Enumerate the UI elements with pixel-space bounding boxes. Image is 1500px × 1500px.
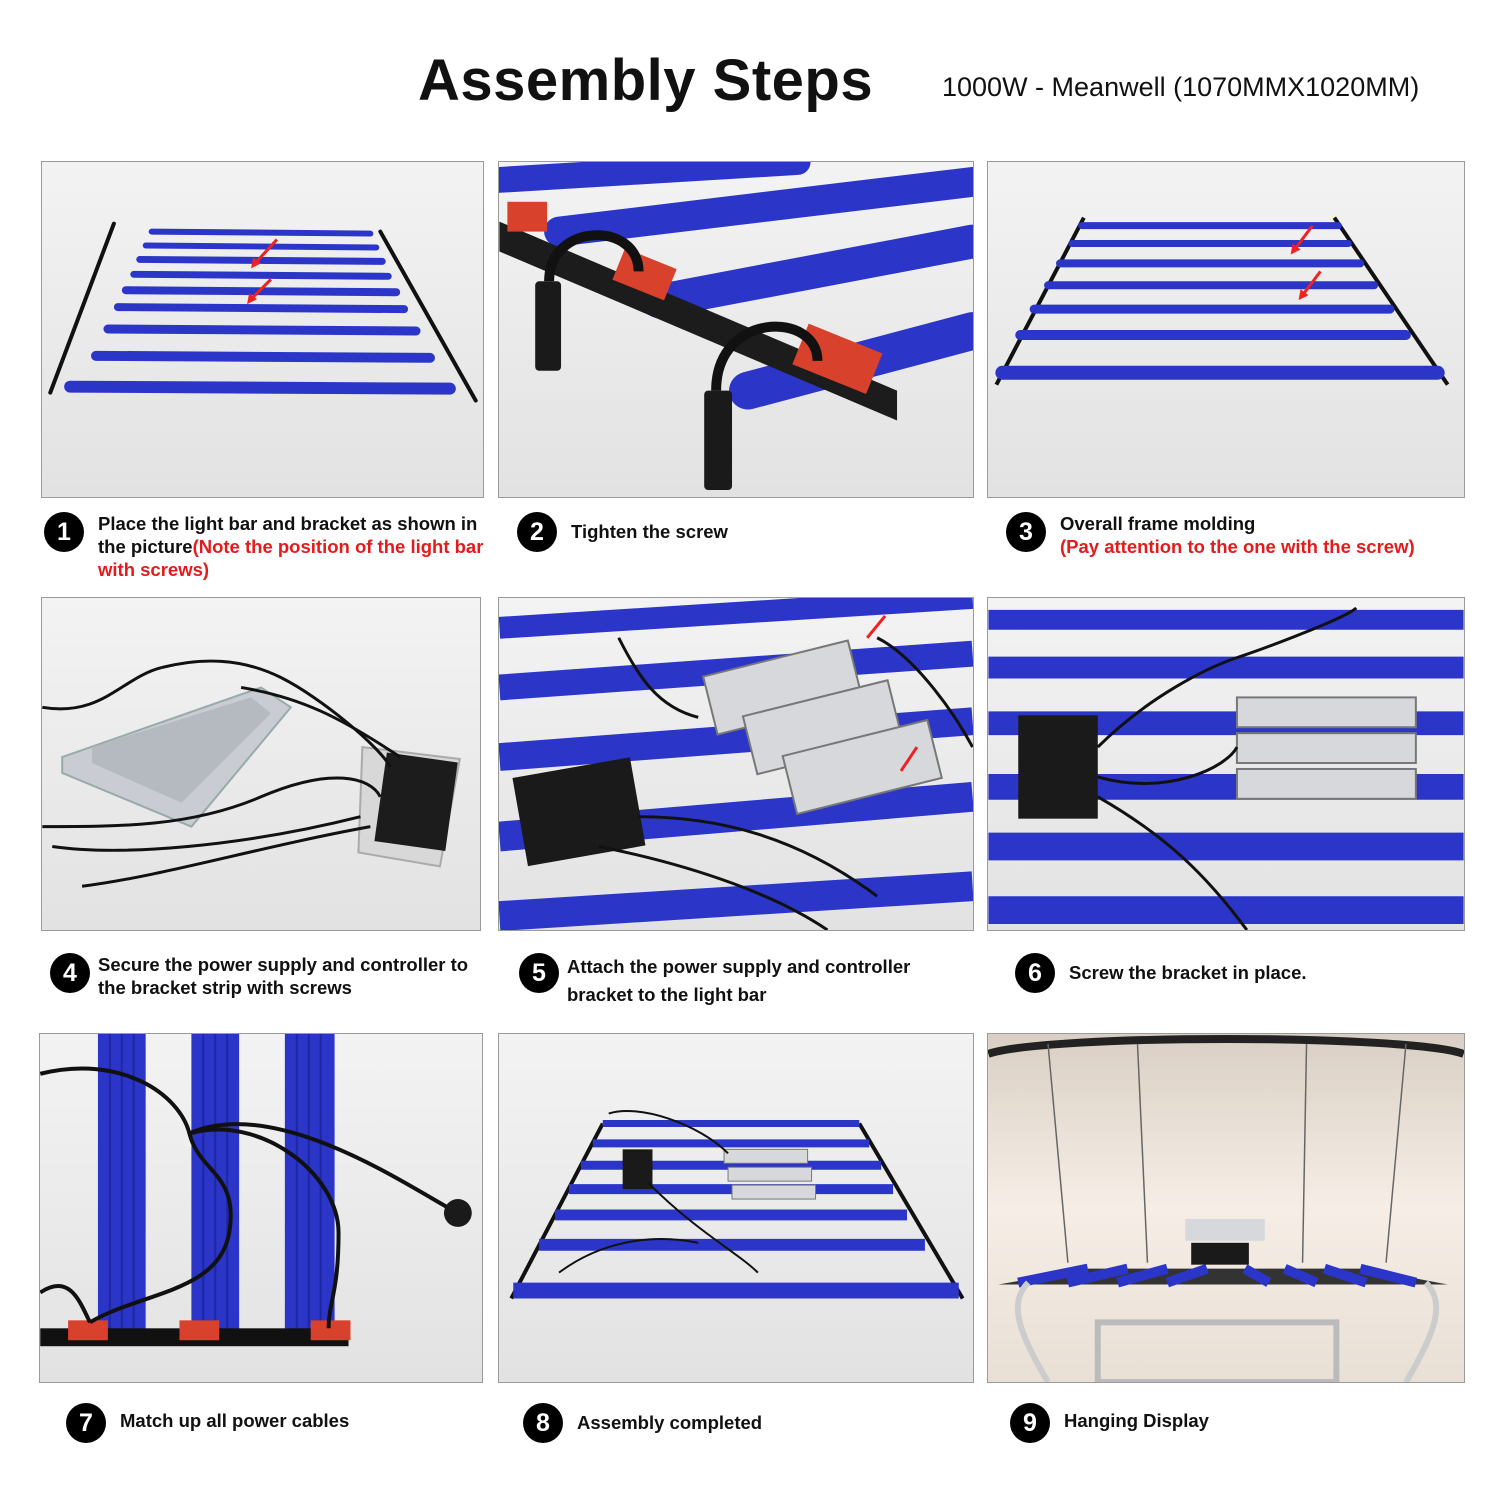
step-9-caption: 9 Hanging Display: [1010, 1403, 1450, 1443]
step-4-photo: [41, 597, 481, 931]
step-text: Place the light bar and bracket as shown…: [98, 512, 484, 581]
step-number-badge: 1: [44, 512, 84, 552]
page-subtitle: 1000W - Meanwell (1070MMX1020MM): [942, 72, 1420, 102]
step-7-photo: [39, 1033, 483, 1383]
step-number-badge: 3: [1006, 512, 1046, 552]
step-number-badge: 4: [50, 953, 90, 993]
step-3-caption: 3 Overall frame molding(Pay attention to…: [1006, 512, 1476, 558]
step-6-photo: [987, 597, 1465, 931]
step-note: (Note the position of the light bar with…: [98, 536, 484, 580]
step-instruction: Attach the power supply and controller b…: [567, 956, 911, 1005]
step-1-photo: [41, 161, 484, 498]
step-7-caption: 7 Match up all power cables: [66, 1403, 476, 1443]
step-number-badge: 9: [1010, 1403, 1050, 1443]
step-instruction: Tighten the screw: [571, 521, 728, 542]
step-5-caption: 5 Attach the power supply and controller…: [519, 953, 959, 1009]
step-4-caption: 4 Secure the power supply and controller…: [50, 953, 490, 999]
step-note: (Pay attention to the one with the screw…: [1060, 536, 1415, 557]
page-title: Assembly Steps: [418, 48, 874, 113]
step-instruction: Overall frame molding: [1060, 513, 1256, 534]
step-instruction: Screw the bracket in place.: [1069, 962, 1307, 983]
step-number-badge: 2: [517, 512, 557, 552]
step-instruction: Hanging Display: [1064, 1410, 1209, 1431]
step-instruction: Place the light bar and bracket as shown…: [98, 513, 478, 557]
step-1-caption: 1 Place the light bar and bracket as sho…: [44, 512, 484, 581]
step-instruction: Secure the power supply and controller t…: [98, 954, 469, 998]
step-2-caption: 2 Tighten the screw: [517, 512, 967, 552]
step-number-badge: 6: [1015, 953, 1055, 993]
step-2-photo: [498, 161, 974, 498]
step-9-photo: [987, 1033, 1465, 1383]
step-3-photo: [987, 161, 1465, 498]
step-text: Overall frame molding(Pay attention to t…: [1060, 512, 1415, 558]
step-5-photo: [498, 597, 974, 931]
step-number-badge: 8: [523, 1403, 563, 1443]
step-6-caption: 6 Screw the bracket in place.: [1015, 953, 1455, 993]
step-instruction: Assembly completed: [577, 1412, 763, 1433]
step-instruction: Match up all power cables: [120, 1410, 350, 1431]
step-8-caption: 8 Assembly completed: [523, 1403, 963, 1443]
step-8-photo: [498, 1033, 974, 1383]
step-number-badge: 5: [519, 953, 559, 993]
step-number-badge: 7: [66, 1403, 106, 1443]
